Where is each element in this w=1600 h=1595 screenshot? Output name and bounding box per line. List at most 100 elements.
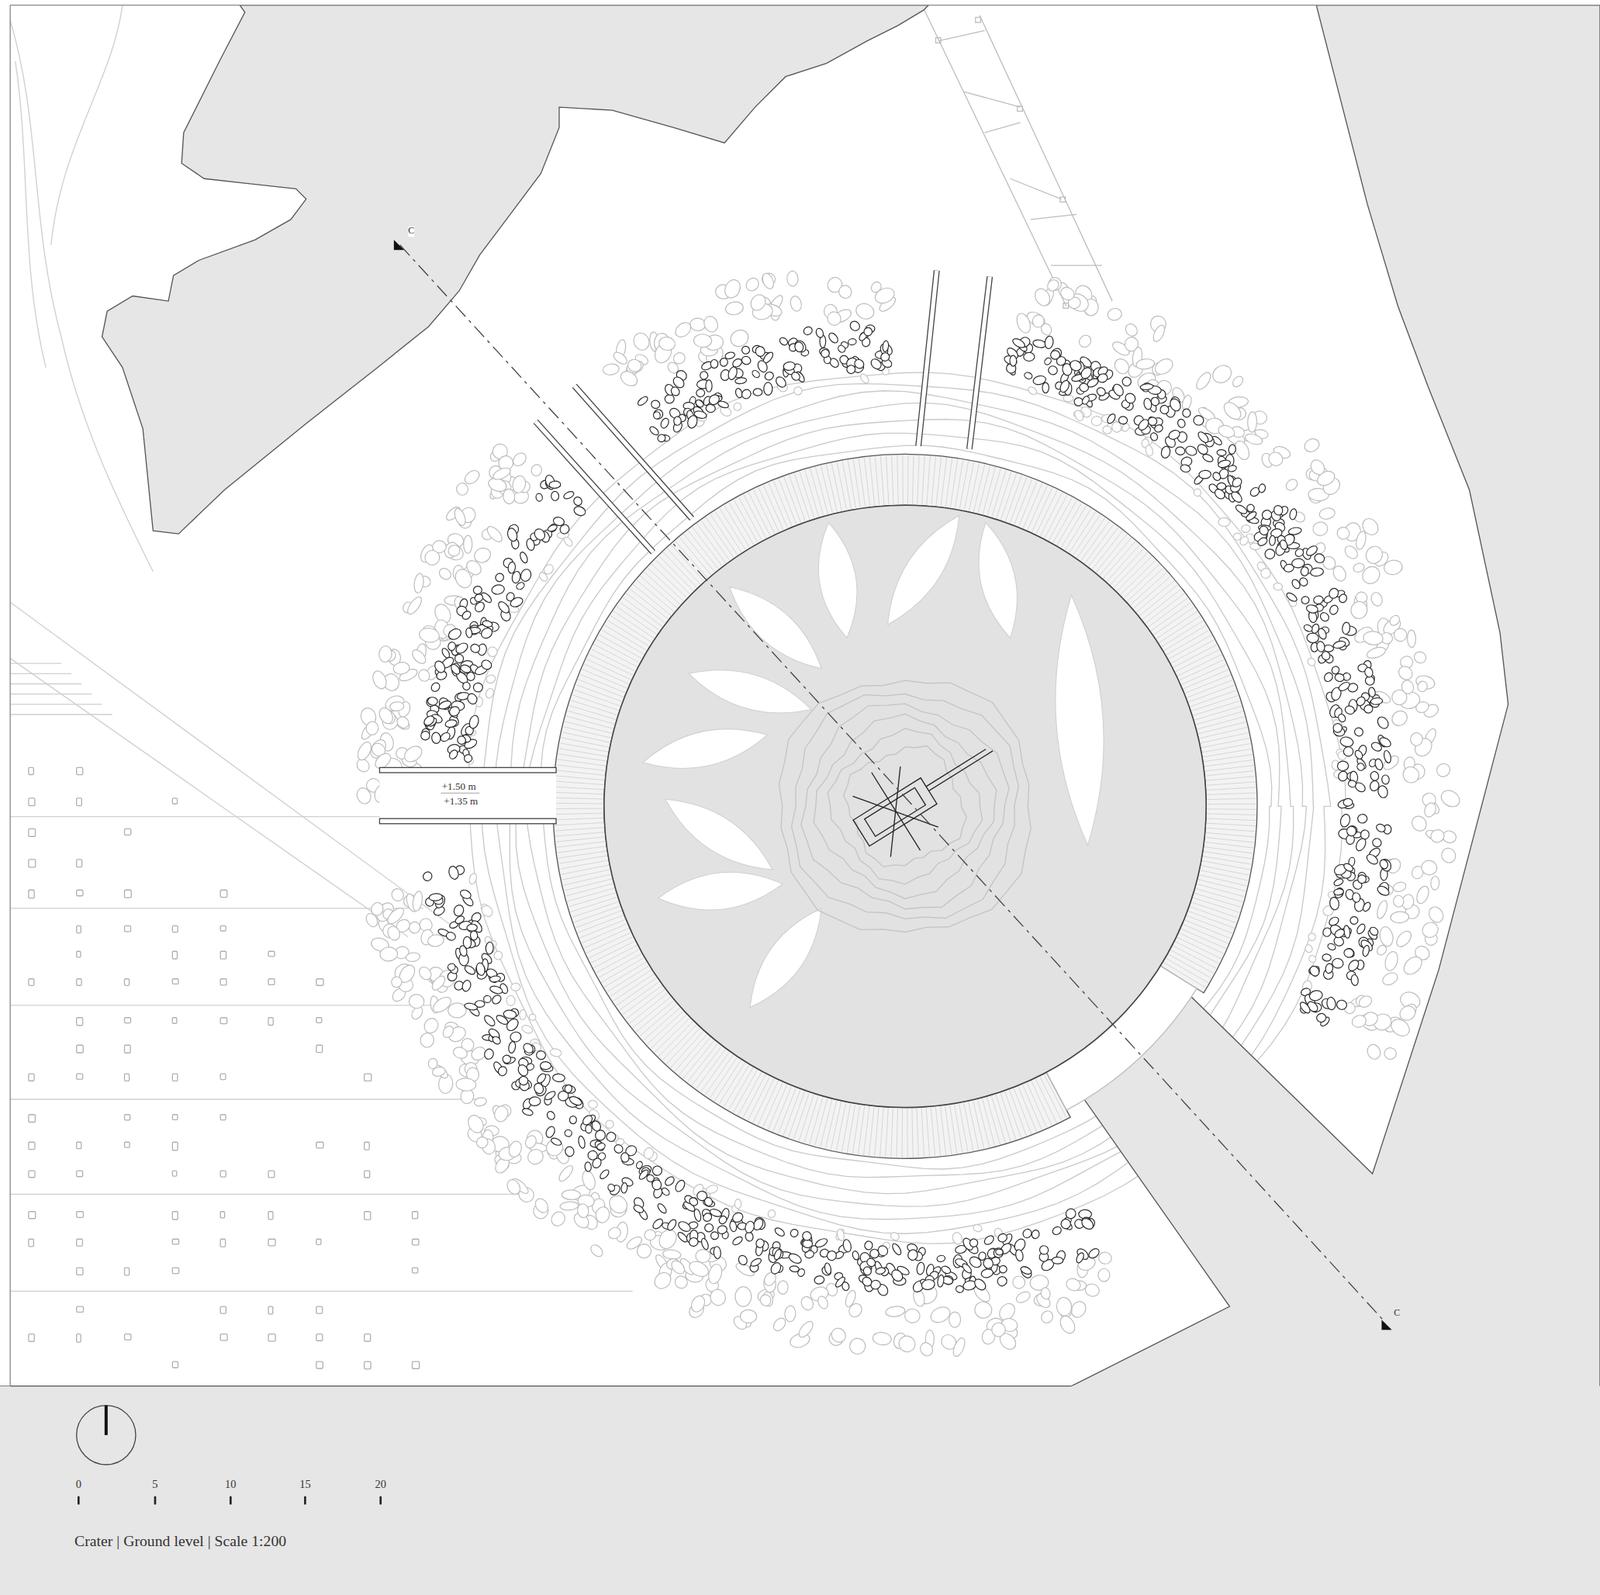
deck-board (678, 1036, 711, 1075)
dark-rock (489, 984, 504, 995)
pool-island (642, 729, 768, 769)
dark-rock (713, 1245, 722, 1259)
dark-rock (708, 1207, 723, 1218)
light-rock (1064, 1276, 1082, 1293)
deck-board (580, 673, 626, 693)
light-rock (413, 572, 426, 594)
dark-rock (1011, 336, 1027, 350)
deck-board (825, 463, 837, 512)
light-rock (1308, 933, 1316, 941)
deck-board (701, 520, 730, 560)
field-post (220, 1333, 228, 1341)
dark-rock (996, 1232, 1008, 1244)
dark-rock (980, 1267, 994, 1279)
light-rock (1380, 970, 1400, 988)
pool-island (688, 670, 812, 713)
dark-rock (1343, 746, 1354, 757)
light-rock (704, 1183, 719, 1195)
field-post (28, 889, 35, 898)
deck-board (1206, 832, 1255, 837)
deck-board (1027, 485, 1048, 531)
deck-board (901, 455, 903, 505)
dark-rock (1176, 418, 1186, 429)
dark-rock (490, 1034, 502, 1046)
deck-board (1197, 716, 1245, 730)
deck-board (842, 460, 851, 509)
dark-rock (490, 993, 504, 1006)
dark-rock (525, 1062, 536, 1072)
dark-rock (1332, 639, 1347, 650)
dark-rock (1291, 558, 1305, 569)
dark-rock (778, 335, 790, 347)
field-post (124, 1141, 131, 1148)
dark-rock (421, 870, 434, 883)
dark-rock (749, 1256, 764, 1268)
dark-rock (1308, 988, 1324, 1002)
dark-rock (1167, 428, 1182, 441)
dark-rock (466, 923, 478, 931)
dark-rock (687, 1195, 700, 1207)
dark-rock (1382, 749, 1393, 764)
light-rock (1391, 625, 1409, 644)
dark-rock (1369, 770, 1380, 781)
deck-board (577, 679, 624, 698)
field-post (220, 889, 228, 897)
light-rock (1308, 457, 1328, 478)
dark-rock (1333, 722, 1343, 733)
dark-rock (1324, 962, 1334, 974)
deck-board (1177, 654, 1222, 676)
dark-rock (1217, 459, 1232, 469)
deck-board (1200, 870, 1249, 881)
field-post (220, 1170, 226, 1177)
dark-rock (763, 382, 773, 396)
deck-board (917, 455, 920, 505)
light-rock (1090, 415, 1103, 427)
dark-rock (447, 641, 457, 652)
deck-board (705, 517, 734, 558)
deck-board (1181, 928, 1227, 949)
deck-board (562, 732, 611, 743)
light-rock (588, 1242, 605, 1259)
dark-rock (693, 1208, 702, 1223)
light-rock (418, 626, 440, 644)
dark-rock (1153, 423, 1165, 434)
light-rock (465, 1112, 487, 1135)
light-rock (871, 1330, 892, 1346)
dark-rock (770, 1245, 785, 1262)
light-rock (1260, 567, 1272, 579)
light-rock (1209, 361, 1234, 386)
deck-board (563, 874, 612, 885)
deck-board (1205, 836, 1255, 843)
dark-rock (535, 1050, 547, 1060)
deck-board (636, 580, 674, 612)
deck-board (1031, 1080, 1052, 1125)
dark-rock (1357, 874, 1368, 885)
deck-board (1018, 1085, 1037, 1132)
dark-rock (1354, 836, 1368, 853)
dark-rock (562, 490, 575, 501)
deck-board (1179, 659, 1224, 680)
dark-rock (863, 1240, 874, 1251)
dark-rock (1009, 355, 1017, 367)
deck-board (768, 482, 788, 528)
light-rock (467, 872, 478, 885)
light-rock (1039, 1308, 1056, 1325)
light-rock (1382, 950, 1400, 972)
deck-board (858, 458, 865, 508)
deck-board (968, 1101, 979, 1150)
light-rock (656, 1226, 681, 1252)
deck-board (555, 775, 605, 781)
deck-board (886, 455, 889, 505)
deck-board (613, 611, 654, 639)
field-post (76, 978, 82, 986)
deck-board (584, 927, 629, 948)
deck-board (841, 1102, 851, 1151)
light-rock (1014, 311, 1034, 336)
dark-rock (1288, 526, 1303, 536)
dark-rock (1326, 996, 1337, 1011)
dark-rock (756, 359, 769, 374)
dark-rock (1361, 944, 1371, 958)
light-rock (1152, 355, 1176, 378)
field-post (268, 1333, 276, 1341)
deck-board (646, 1010, 683, 1044)
